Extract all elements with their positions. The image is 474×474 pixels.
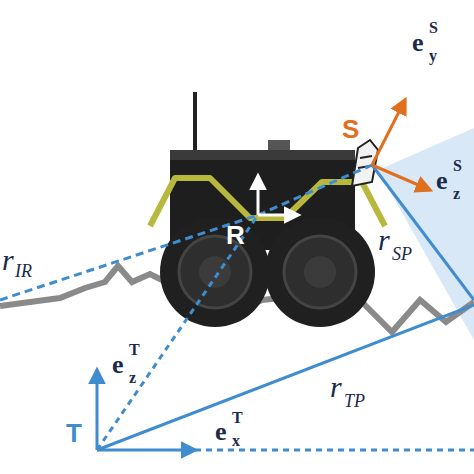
- frame-s-axes: [372, 100, 430, 190]
- frame-name: R: [226, 222, 245, 248]
- frame-name: S: [342, 116, 359, 142]
- axis-symbol: e: [412, 30, 424, 56]
- vector-subscript: SP: [392, 245, 412, 263]
- axis-subscript: z: [453, 186, 460, 202]
- frame-t-axes: [97, 370, 195, 450]
- axis-subscript: z: [129, 370, 136, 386]
- axis-symbol: e: [215, 419, 227, 445]
- axis-superscript: T: [232, 410, 243, 426]
- vector-symbol: r: [2, 245, 14, 275]
- position-vectors: [0, 165, 474, 450]
- axis-symbol: e: [436, 168, 448, 194]
- axis-symbol: e: [112, 352, 124, 378]
- vector-symbol: r: [330, 372, 342, 402]
- robot: [150, 92, 385, 327]
- axis-superscript: S: [429, 20, 438, 36]
- axis-superscript: S: [453, 158, 462, 174]
- vector-symbol: r: [378, 225, 390, 255]
- axis-superscript: T: [129, 342, 140, 358]
- frame-name: T: [66, 420, 82, 446]
- axis-subscript: y: [429, 48, 437, 64]
- frame-r-axes: [258, 176, 298, 215]
- vector-subscript: TP: [344, 392, 365, 410]
- axis-subscript: x: [232, 433, 240, 449]
- vector-subscript: IR: [15, 262, 32, 280]
